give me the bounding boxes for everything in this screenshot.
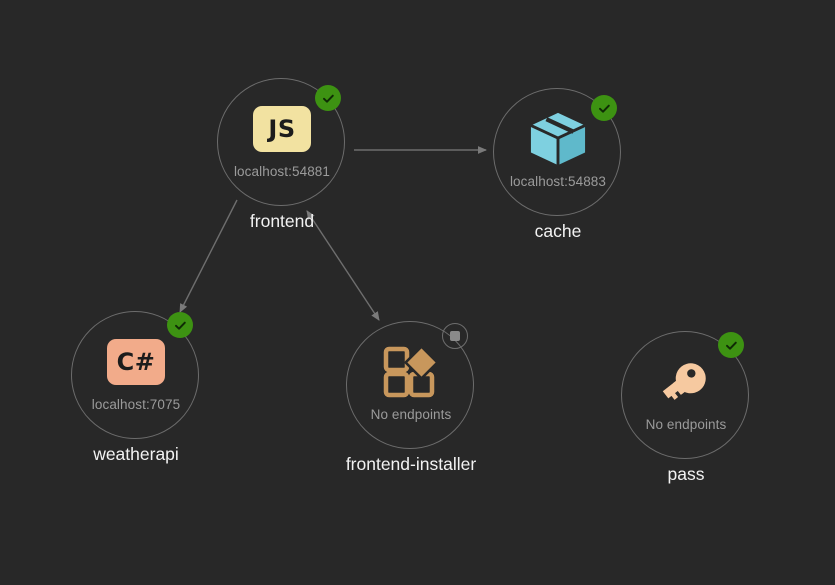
js-icon: JS (217, 100, 347, 158)
node-ring (621, 331, 749, 459)
node-label: frontend (249, 211, 315, 231)
node-label: pass (667, 464, 705, 484)
status-badge-running[interactable] (591, 95, 617, 121)
status-badge-running[interactable] (718, 332, 744, 358)
node-label: cache (534, 221, 582, 241)
container-box-icon (493, 110, 623, 168)
node-endpoint[interactable]: localhost:7075 (91, 397, 181, 412)
node-endpoint: No endpoints (370, 407, 452, 422)
node-label: weatherapi (93, 444, 179, 464)
module-package-icon (346, 343, 476, 401)
node-label: frontend-installer (345, 454, 477, 474)
graph-node-frontend[interactable]: JS localhost:54881 frontend (217, 78, 347, 231)
check-icon (174, 321, 186, 330)
node-ring (346, 321, 474, 449)
node-ring (71, 311, 199, 439)
status-badge-stopped[interactable] (442, 323, 468, 349)
graph-node-frontend-installer[interactable]: No endpoints frontend-installer (346, 321, 476, 474)
csharp-icon-label: C# (116, 348, 156, 376)
csharp-icon: C# (71, 333, 201, 391)
node-ring (493, 88, 621, 216)
stop-icon (450, 331, 460, 341)
node-endpoint[interactable]: localhost:54883 (509, 174, 607, 189)
key-icon (621, 353, 751, 411)
node-ring (217, 78, 345, 206)
node-endpoint[interactable]: localhost:54881 (233, 164, 331, 179)
graph-node-cache[interactable]: localhost:54883 cache (493, 88, 623, 241)
check-icon (322, 94, 334, 103)
check-icon (725, 341, 737, 350)
graph-node-weatherapi[interactable]: C# localhost:7075 weatherapi (71, 311, 201, 464)
check-icon (598, 104, 610, 113)
status-badge-running[interactable] (167, 312, 193, 338)
status-badge-running[interactable] (315, 85, 341, 111)
js-icon-label: JS (268, 115, 296, 143)
node-endpoint: No endpoints (645, 417, 727, 432)
graph-node-pass[interactable]: No endpoints pass (621, 331, 751, 484)
